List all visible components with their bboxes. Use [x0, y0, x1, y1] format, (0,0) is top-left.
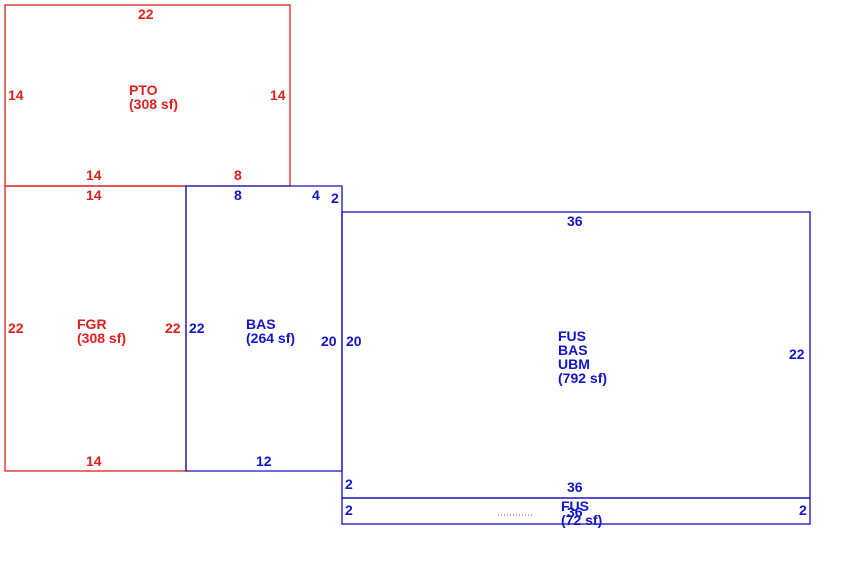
main-area: FUS BAS UBM (792 sf) 36 20 22 36 2: [341, 211, 811, 499]
main-code-bas: BAS: [558, 342, 588, 358]
main-area-size: (792 sf): [558, 370, 607, 386]
bas-top-right-dim: 4: [312, 187, 320, 203]
main-code-ubm: UBM: [558, 356, 590, 372]
bas-step-dim: 2: [331, 190, 339, 206]
pto-right-dim: 14: [270, 87, 286, 103]
fgr-bottom-dim: 14: [86, 453, 102, 469]
bas-top-left-dim: 8: [234, 187, 242, 203]
fgr-code: FGR: [77, 316, 107, 332]
pto-top-dim: 22: [138, 6, 154, 22]
fgr-right-dim: 22: [165, 320, 181, 336]
strip-outline: [341, 497, 811, 525]
fgr-area: FGR (308 sf) 14 22 22 14: [4, 185, 187, 472]
pto-left-dim: 14: [8, 87, 24, 103]
main-right-dim: 22: [789, 346, 805, 362]
bas-left-dim: 22: [189, 320, 205, 336]
main-code-fus: FUS: [558, 328, 586, 344]
pto-bottom-right-dim: 8: [234, 167, 242, 183]
main-left-dim: 20: [346, 333, 362, 349]
pto-area-size: (308 sf): [129, 96, 178, 112]
strip-code: FUS: [561, 498, 589, 514]
fgr-left-dim: 22: [8, 320, 24, 336]
strip-area-size: (72 sf): [561, 512, 602, 528]
main-corner-dim: 2: [345, 476, 353, 492]
pto-bottom-left-dim: 14: [86, 167, 102, 183]
strip-left-dim: 2: [345, 502, 353, 518]
pto-code: PTO: [129, 82, 158, 98]
bas-bottom-dim: 12: [256, 453, 272, 469]
main-bottom-dim: 36: [567, 479, 583, 495]
bas-area: BAS (264 sf) 8 4 2 22 20 12: [185, 185, 343, 472]
strip-overlap-dim: 36: [567, 504, 583, 520]
strip-right-dim: 2: [799, 502, 807, 518]
fgr-area-size: (308 sf): [77, 330, 126, 346]
pto-area: PTO (308 sf) 22 14 14 14 8: [4, 4, 291, 187]
bas-right-dim: 20: [321, 333, 337, 349]
strip-area: FUS 36 (72 sf) 2 2: [341, 497, 811, 528]
bas-code: BAS: [246, 316, 276, 332]
main-top-dim: 36: [567, 213, 583, 229]
fgr-top-dim: 14: [86, 187, 102, 203]
bas-area-size: (264 sf): [246, 330, 295, 346]
